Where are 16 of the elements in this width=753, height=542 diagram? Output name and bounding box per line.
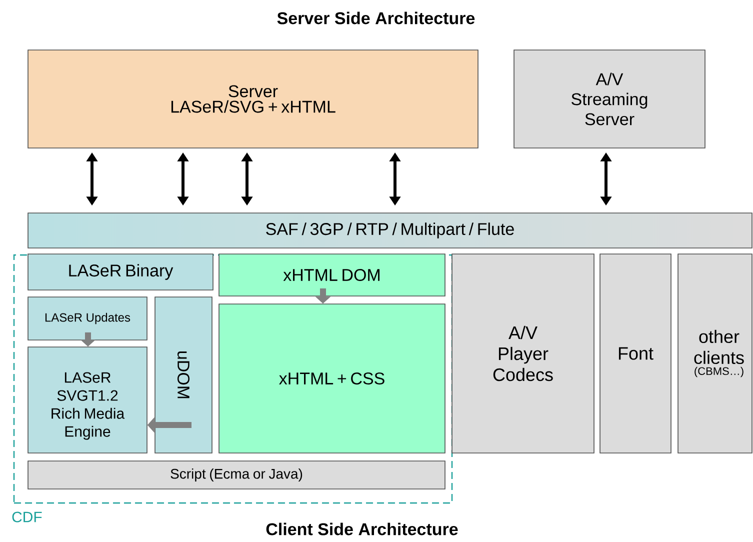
server-box: Server LASeR/SVG + xHTML: [28, 50, 478, 148]
title: Server Side Architecture: [277, 12, 475, 24]
module-box: LASeR SVGT1.2 Rich Media Engine: [28, 346, 148, 454]
protocol-bar: SAF / 3GP / RTP / Multipart / Flute: [28, 212, 752, 248]
module-box: Font: [600, 254, 672, 454]
module-box: uDOM: [154, 296, 212, 454]
script-bar: Script (Ecma or Java): [28, 460, 446, 490]
module-box: LASeR Binary: [28, 254, 214, 290]
module-box: A/V Player Codecs: [452, 254, 594, 454]
module-box: xHTML DOM: [218, 254, 446, 296]
server-box: A/V Streaming Server: [514, 50, 706, 148]
node-label: CDF: [12, 512, 42, 522]
module-box: xHTML + CSS: [218, 304, 446, 454]
module-box: other clients (CBMS…): [678, 254, 752, 454]
module-box: LASeR Updates: [28, 296, 148, 340]
caption: Client Side Architecture: [266, 522, 458, 536]
